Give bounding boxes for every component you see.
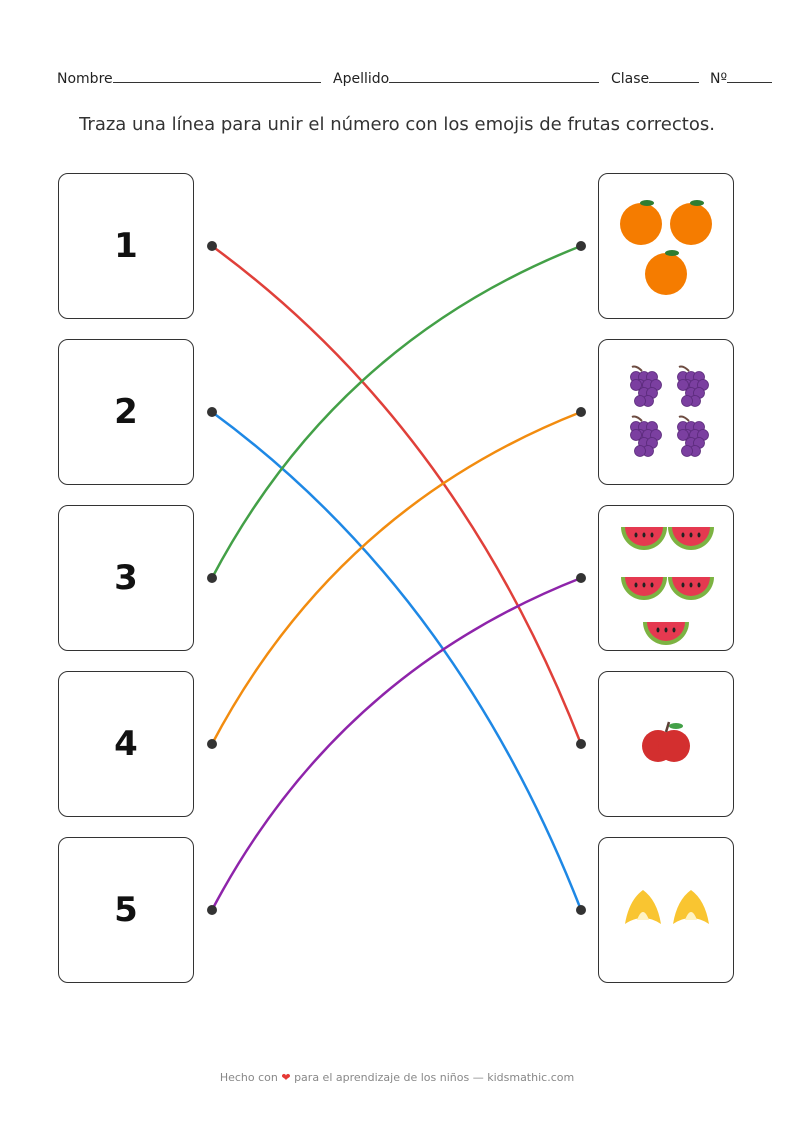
grapes-icon <box>677 365 709 407</box>
grapes-icon <box>630 415 662 457</box>
fruit-box-orange <box>598 173 734 319</box>
watermelon-icon <box>643 622 689 645</box>
right-dot[interactable] <box>576 241 586 251</box>
heart-icon: ❤ <box>281 1071 291 1084</box>
number-label: 4 <box>114 724 138 764</box>
left-dot[interactable] <box>207 407 217 417</box>
left-dot[interactable] <box>207 739 217 749</box>
fruit-box-grapes <box>598 339 734 485</box>
connection-line <box>211 410 583 911</box>
connection-line <box>210 410 582 745</box>
left-dot[interactable] <box>207 241 217 251</box>
connection-line <box>210 244 582 579</box>
grapes-icon <box>677 415 709 457</box>
number-box-4: 4 <box>58 671 194 817</box>
connection-line <box>211 244 583 745</box>
orange-icon <box>620 200 662 245</box>
orange-icon <box>670 200 712 245</box>
grapes-icon <box>630 365 662 407</box>
number-label: Nº <box>710 71 728 87</box>
number-label: 5 <box>114 890 138 930</box>
number-box-3: 3 <box>58 505 194 651</box>
left-dot[interactable] <box>207 573 217 583</box>
surname-label: Apellido <box>333 71 390 87</box>
class-field[interactable]: Clase <box>611 70 700 87</box>
left-dot[interactable] <box>207 905 217 915</box>
right-dot[interactable] <box>576 739 586 749</box>
watermelon-icon <box>621 577 667 600</box>
apple-icon <box>642 721 690 762</box>
number-field[interactable]: Nº <box>710 70 773 87</box>
watermelon-icon <box>621 527 667 550</box>
fruit-box-apple <box>598 671 734 817</box>
instruction: Traza una línea para unir el número con … <box>79 114 715 135</box>
name-label: Nombre <box>57 71 113 87</box>
right-dot[interactable] <box>576 573 586 583</box>
number-box-5: 5 <box>58 837 194 983</box>
watermelon-icon <box>668 577 714 600</box>
banana-icon <box>673 890 709 924</box>
number-box-2: 2 <box>58 339 194 485</box>
banana-icon <box>625 890 661 924</box>
class-label: Clase <box>611 71 650 87</box>
number-label: 2 <box>114 392 138 432</box>
right-dot[interactable] <box>576 905 586 915</box>
fruit-box-banana <box>598 837 734 983</box>
footer: Hecho con ❤ para el aprendizaje de los n… <box>219 1071 575 1084</box>
right-dot[interactable] <box>576 407 586 417</box>
name-field[interactable]: Nombre <box>57 70 321 87</box>
connection-line <box>210 576 582 911</box>
orange-icon <box>645 250 687 295</box>
number-label: 1 <box>114 226 138 266</box>
surname-field[interactable]: Apellido <box>333 70 600 87</box>
fruit-box-watermelon <box>598 505 734 651</box>
number-box-1: 1 <box>58 173 194 319</box>
number-label: 3 <box>114 558 138 598</box>
watermelon-icon <box>668 527 714 550</box>
